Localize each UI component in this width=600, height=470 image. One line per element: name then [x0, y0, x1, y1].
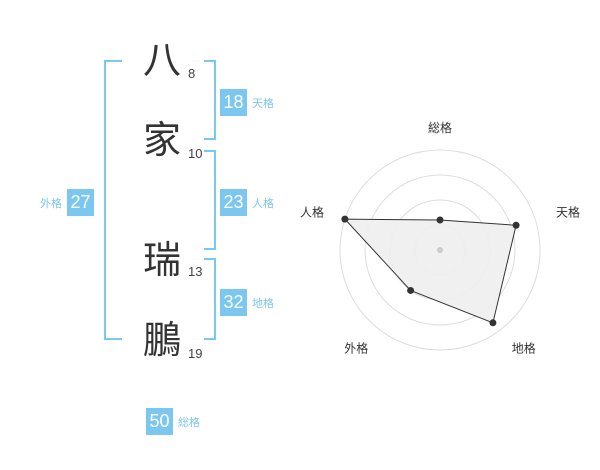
tenkaku-value: 18 — [220, 89, 247, 116]
radar-grid-ring — [339, 149, 541, 351]
gaikaku-bracket — [104, 60, 122, 340]
radar-center-dot — [437, 247, 443, 253]
gaikaku-value: 27 — [67, 189, 94, 216]
radar-series-polygon — [343, 218, 517, 324]
chikaku-label: 地格 — [252, 296, 274, 310]
radar-point-4 — [407, 286, 415, 294]
chikaku-value: 32 — [220, 289, 247, 316]
gaikaku-label: 外格 — [40, 196, 62, 210]
radar-axis-label: 総格 — [428, 120, 452, 135]
stroke-count-2: 10 — [188, 146, 203, 161]
radar-grid-ring — [364, 174, 516, 326]
stroke-count-4: 19 — [188, 346, 203, 361]
jinkaku-badge: 23 人格 — [220, 189, 274, 216]
tenkaku-label: 天格 — [252, 96, 274, 110]
tenkaku-badge: 18 天格 — [220, 89, 274, 116]
chikaku-badge: 32 地格 — [220, 289, 274, 316]
radar-axis-label: 天格 — [556, 204, 580, 219]
tenkaku-bracket — [204, 60, 216, 140]
radar-point-2 — [512, 221, 520, 229]
radar-axis-label: 外格 — [344, 341, 368, 356]
stroke-count-3: 13 — [188, 264, 203, 279]
gaikaku-badge: 外格 27 — [40, 189, 94, 216]
radar-axis-label: 地格 — [512, 341, 536, 356]
chikaku-bracket — [204, 258, 216, 340]
name-char-1: 八 — [142, 38, 181, 82]
stroke-count-1: 8 — [188, 66, 196, 81]
name-char-4: 鵬 — [142, 318, 181, 362]
jinkaku-value: 23 — [220, 189, 247, 216]
radar-axis-label: 人格 — [300, 204, 324, 219]
soukaku-value: 50 — [146, 408, 173, 435]
jinkaku-bracket — [204, 150, 216, 250]
name-char-2: 家 — [142, 118, 181, 162]
soukaku-badge: 50 総格 — [146, 408, 200, 435]
soukaku-label: 総格 — [178, 415, 200, 429]
radar-point-1 — [436, 216, 444, 224]
radar-point-3 — [489, 319, 497, 327]
radar-point-5 — [341, 215, 349, 223]
jinkaku-label: 人格 — [252, 196, 274, 210]
name-char-3: 瑞 — [142, 238, 181, 282]
